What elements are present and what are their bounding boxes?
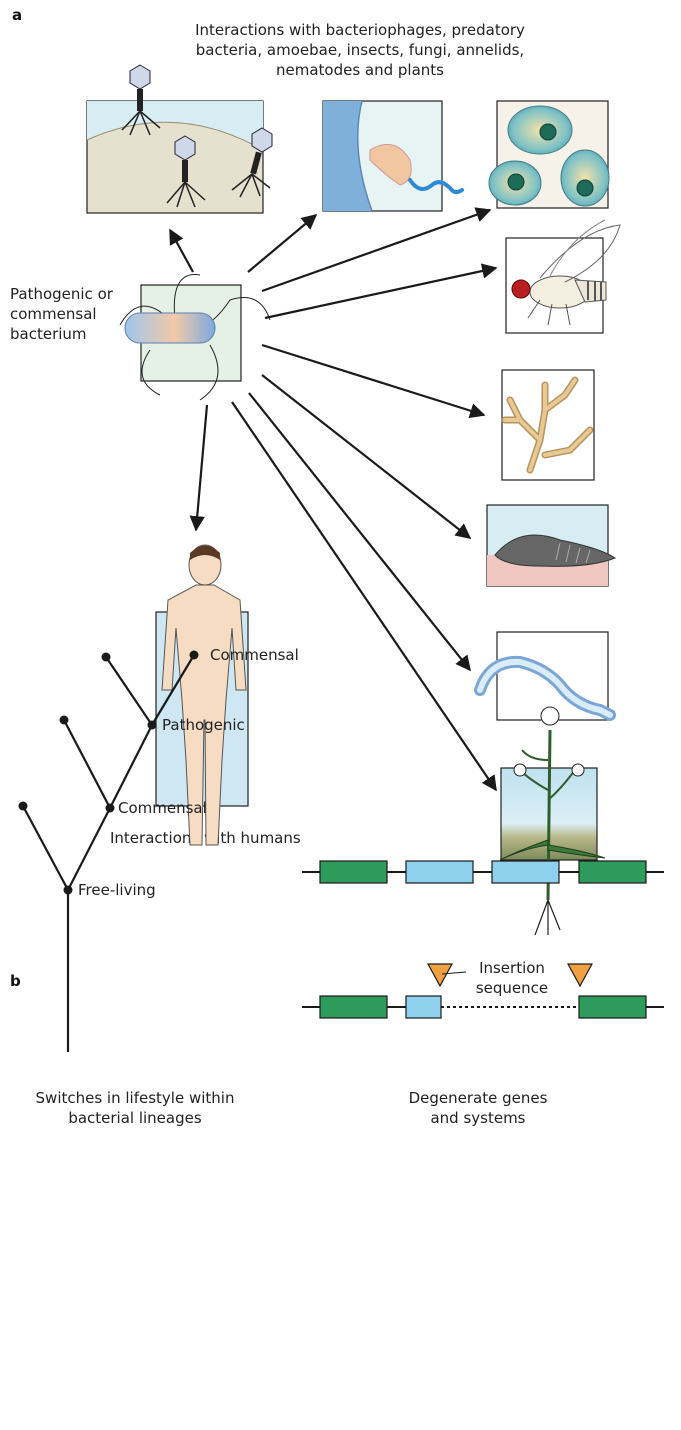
genes-caption-line1: Degenerate genes <box>378 1088 578 1108</box>
predatory-bacteria-illustration <box>323 101 462 211</box>
gene-blue-2 <box>492 861 559 883</box>
insect-illustration <box>506 220 620 333</box>
tip-node-1 <box>19 802 28 811</box>
tree-label-commensal-mid: Commensal <box>118 798 207 818</box>
arrow-to-predatory-bacteria <box>248 215 316 272</box>
insertion-sequence-marker-1 <box>428 964 452 986</box>
gene-green-3 <box>320 996 387 1018</box>
arrow-to-phages <box>170 230 193 272</box>
gene-blue-1 <box>406 861 473 883</box>
arrow-to-insect <box>265 268 496 318</box>
arrow-to-fungi <box>262 345 484 415</box>
bacterium-illustration <box>120 275 270 400</box>
tree-caption-line1: Switches in lifestyle within <box>10 1088 260 1108</box>
gene-track-intact <box>302 861 664 883</box>
arrow-to-plant <box>232 402 496 790</box>
node-commensal-top <box>190 651 199 660</box>
tree-label-free-living: Free-living <box>78 880 156 900</box>
node-pathogenic <box>148 721 157 730</box>
arrow-to-amoebae <box>262 210 490 291</box>
insertion-label-line1: Insertion <box>462 958 562 978</box>
genes-caption: Degenerate genes and systems <box>378 1088 578 1128</box>
insertion-label-line2: sequence <box>462 978 562 998</box>
arrow-to-human <box>196 405 207 530</box>
tree-caption: Switches in lifestyle within bacterial l… <box>10 1088 260 1128</box>
gene-green-4 <box>579 996 646 1018</box>
plant-illustration <box>500 707 605 935</box>
gene-green-1 <box>320 861 387 883</box>
gene-green-2 <box>579 861 646 883</box>
tip-node-2 <box>60 716 69 725</box>
insertion-sequence-label: Insertion sequence <box>462 958 562 998</box>
node-free-living <box>64 886 73 895</box>
amoebae-illustration <box>489 101 609 208</box>
insertion-sequence-marker-2 <box>568 964 592 986</box>
fungi-illustration <box>502 370 594 480</box>
genes-caption-line2: and systems <box>378 1108 578 1128</box>
node-commensal-mid <box>106 804 115 813</box>
tree-label-pathogenic: Pathogenic <box>162 715 245 735</box>
gene-blue-truncated <box>406 996 441 1018</box>
tree-label-commensal-top: Commensal <box>210 645 299 665</box>
tree-caption-line2: bacterial lineages <box>10 1108 260 1128</box>
nematode-illustration <box>480 632 610 720</box>
bacteriophage-illustration <box>87 65 272 213</box>
tip-node-3 <box>102 653 111 662</box>
annelid-illustration <box>487 505 615 586</box>
arrow-to-annelid <box>262 375 470 538</box>
arrow-to-nematode <box>249 393 470 670</box>
